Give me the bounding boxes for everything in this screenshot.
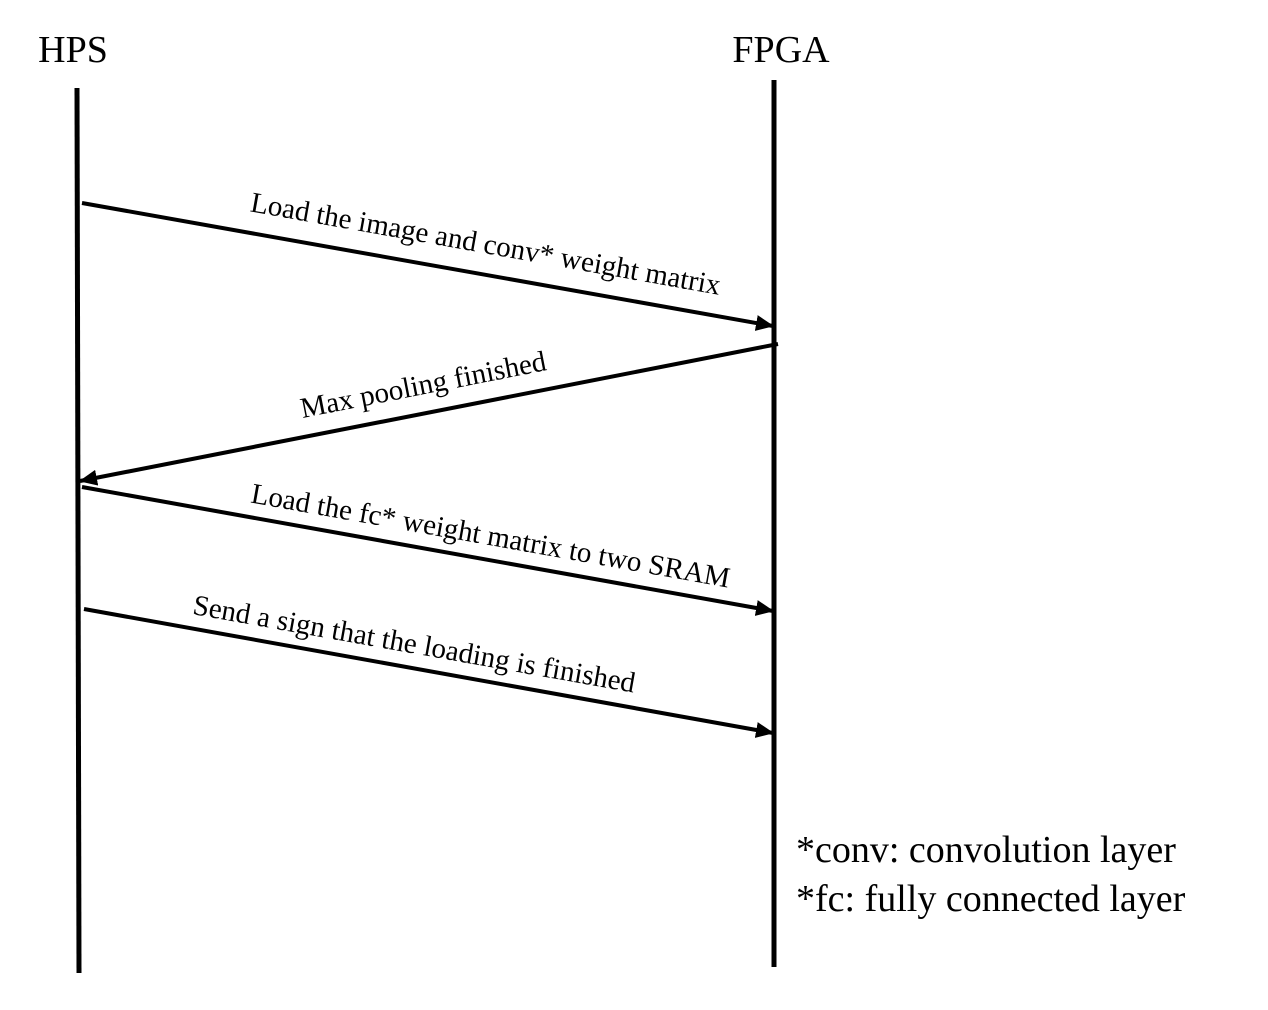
lifeline-hps [74, 87, 82, 974]
message-arrow-send-sign [83, 607, 774, 738]
message-arrow-load-fc [81, 485, 774, 616]
message-arrow-max-pooling [79, 342, 779, 486]
footnote-conv: *conv: convolution layer [796, 829, 1176, 871]
message-label-load-fc: Load the fc* weight matrix to two SRAM [249, 478, 733, 595]
actor-label-fpga: FPGA [732, 29, 830, 71]
message-label-send-sign: Send a sign that the loading is finished [190, 589, 638, 699]
actor-label-hps: HPS [38, 29, 108, 71]
message-arrow-load-image [81, 201, 774, 331]
footnote-fc: *fc: fully connected layer [796, 878, 1186, 920]
